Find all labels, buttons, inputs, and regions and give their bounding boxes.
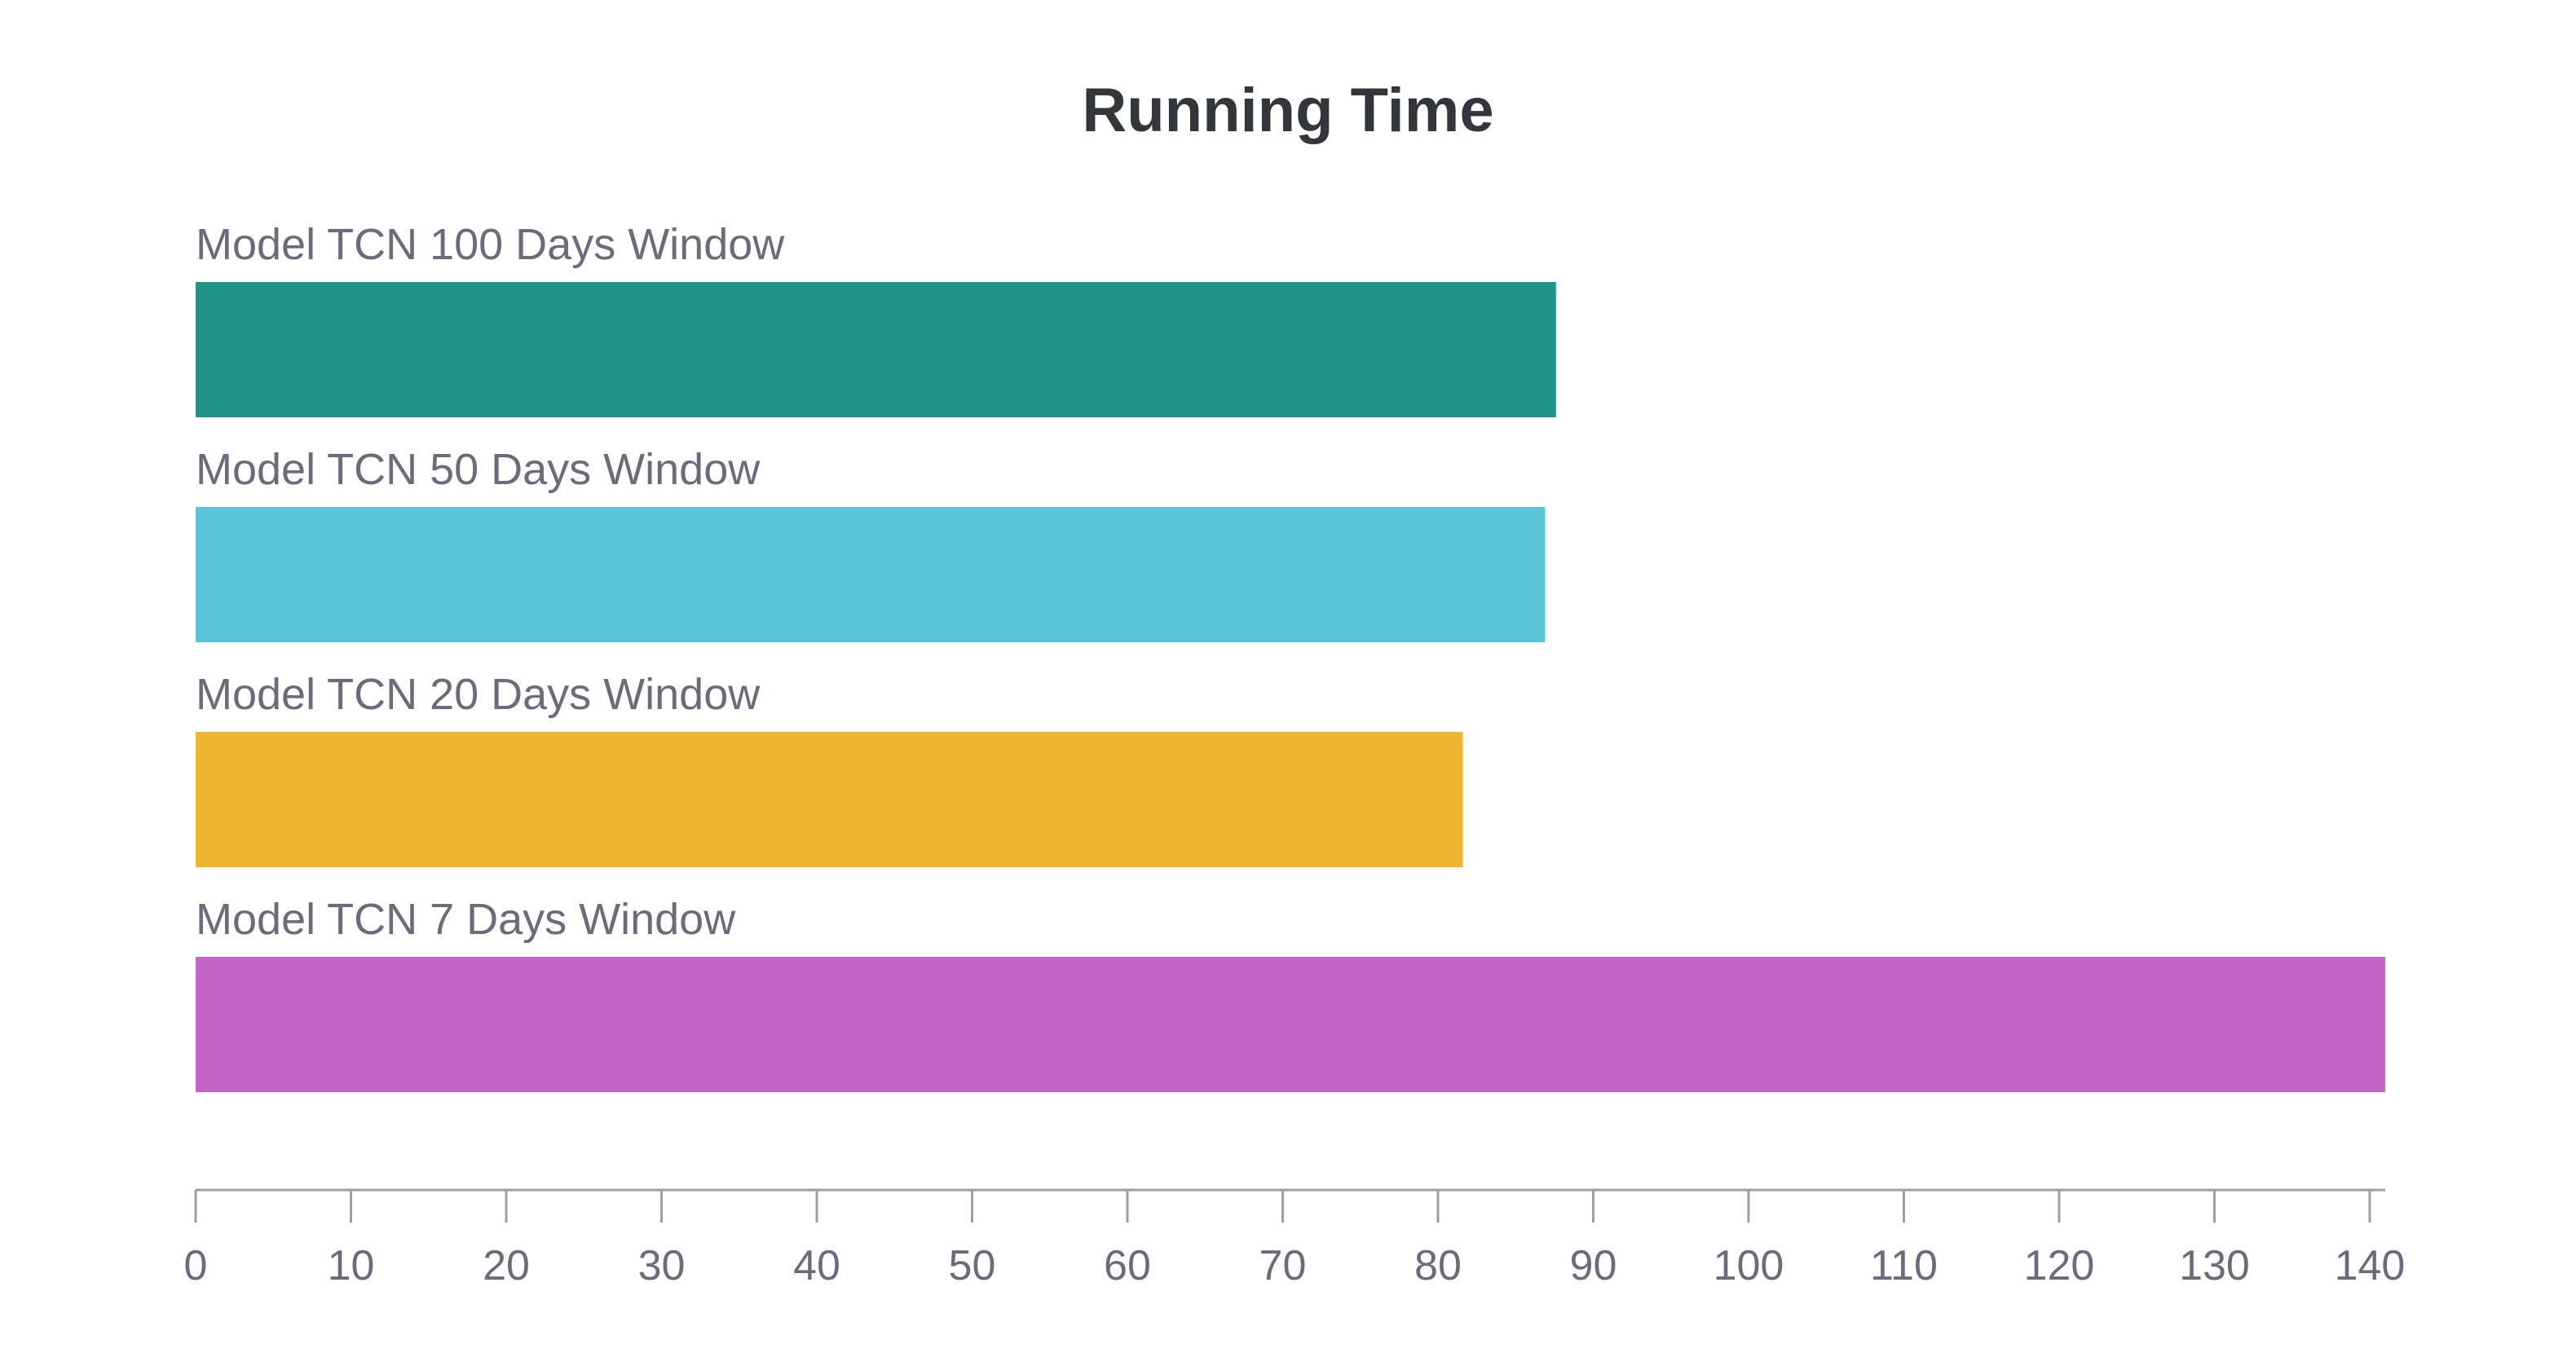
x-tick-label: 0 <box>184 1242 208 1289</box>
bar <box>196 282 1556 417</box>
x-tick-label: 10 <box>328 1242 375 1289</box>
bar <box>196 732 1463 867</box>
x-tick-label: 100 <box>1714 1242 1784 1289</box>
x-tick-label: 70 <box>1259 1242 1307 1289</box>
x-tick-label: 140 <box>2335 1242 2406 1289</box>
bar-label: Model TCN 20 Days Window <box>196 670 761 719</box>
bar-label: Model TCN 7 Days Window <box>196 895 736 944</box>
x-axis: 0 10 20 30 40 50 60 70 80 90 100 110 120 130 140 <box>184 1188 2406 1289</box>
x-tick-label: 80 <box>1414 1242 1462 1289</box>
bar <box>196 507 1546 642</box>
x-tick-label: 20 <box>483 1242 530 1289</box>
x-tick-label: 120 <box>2024 1242 2095 1289</box>
x-tick-label: 60 <box>1104 1242 1151 1289</box>
x-tick-label: 40 <box>793 1242 840 1289</box>
bar-label: Model TCN 50 Days Window <box>196 445 761 494</box>
chart-title: Running Time <box>1082 76 1494 145</box>
bar-label: Model TCN 100 Days Window <box>196 220 785 269</box>
x-tick-label: 110 <box>1870 1242 1938 1289</box>
x-tick-label: 90 <box>1570 1242 1617 1289</box>
x-tick-label: 130 <box>2179 1242 2250 1289</box>
bar <box>196 957 2385 1092</box>
x-tick-label: 30 <box>638 1242 686 1289</box>
x-tick-label: 50 <box>949 1242 996 1289</box>
